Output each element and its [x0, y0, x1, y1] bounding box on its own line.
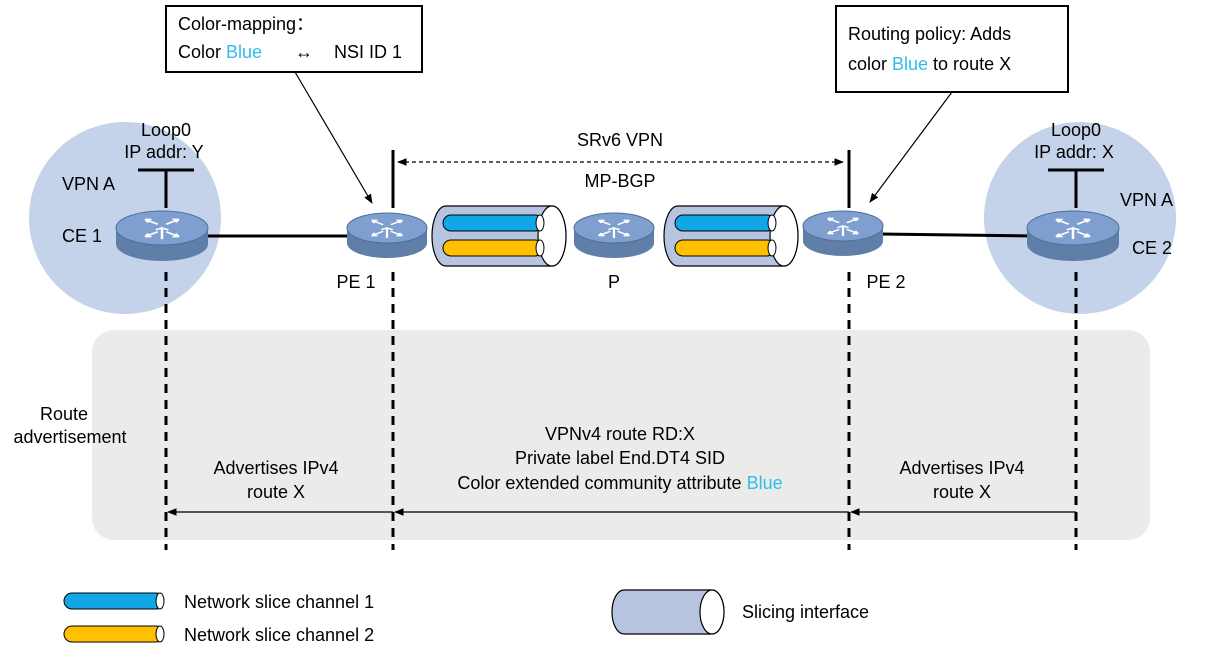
- slicing-tube-left: [431, 205, 567, 267]
- channel1-bar-left: [442, 214, 544, 232]
- advert-middle-line1: VPNv4 route RD:X: [545, 424, 695, 444]
- srv6-vpn-label: SRv6 VPN: [577, 130, 663, 150]
- callout-right-pointer: [869, 91, 953, 203]
- svg-text:Color extended community attri: Color extended community attribute Blue: [457, 473, 782, 493]
- legend: Network slice channel 1 Network slice ch…: [63, 589, 869, 645]
- router-ce2-icon: [1026, 210, 1120, 261]
- svg-text:color Blue to route X: color Blue to route X: [848, 54, 1011, 74]
- advert-middle-color: Blue: [747, 473, 783, 493]
- ip-addr-right-label: IP addr: X: [1034, 142, 1114, 162]
- callout-right-prefix: color: [848, 54, 892, 74]
- legend-slicing-interface-icon: [611, 589, 725, 635]
- callout-left-color: Blue: [226, 42, 262, 62]
- router-pe2-icon: [802, 210, 884, 256]
- advert-left-line1: Advertises IPv4: [213, 458, 338, 478]
- callout-right-suffix: to route X: [928, 54, 1011, 74]
- callout-left-prefix: Color: [178, 42, 226, 62]
- advert-right-line2: route X: [933, 482, 991, 502]
- pe2-label: PE 2: [866, 272, 905, 292]
- route-advertisement-band: [92, 330, 1150, 540]
- loop0-left-label: Loop0: [141, 120, 191, 140]
- callout-color-mapping: Color-mapping： Color Blue ↔ NSI ID 1: [165, 5, 423, 73]
- callout-left-suffix: NSI ID 1: [334, 42, 402, 62]
- callout-routing-policy: Routing policy: Adds color Blue to route…: [835, 5, 1069, 93]
- advert-middle-line3: Color extended community attribute: [457, 473, 746, 493]
- advert-left-line2: route X: [247, 482, 305, 502]
- advert-right-line1: Advertises IPv4: [899, 458, 1024, 478]
- p-label: P: [608, 272, 620, 292]
- callout-left-pointer: [294, 71, 373, 204]
- channel2-bar-left: [442, 239, 544, 257]
- loop0-right-label: Loop0: [1051, 120, 1101, 140]
- ip-addr-left-label: IP addr: Y: [124, 142, 203, 162]
- router-p-icon: [573, 212, 655, 258]
- legend-slicing-interface-label: Slicing interface: [742, 602, 869, 622]
- advert-middle-line2: Private label End.DT4 SID: [515, 448, 725, 468]
- router-pe1-icon: [346, 212, 428, 258]
- channel1-bar-right: [674, 214, 776, 232]
- ce2-label: CE 2: [1132, 238, 1172, 258]
- slicing-tube-right: [663, 205, 799, 267]
- pe1-label: PE 1: [336, 272, 375, 292]
- mp-bgp-label: MP-BGP: [584, 171, 655, 191]
- svg-text:Color Blue: Color Blue: [178, 42, 262, 62]
- route-advertisement-title-1: Route: [40, 404, 88, 424]
- loopback-right: [1048, 168, 1104, 208]
- callout-right-line1: Routing policy: Adds: [848, 24, 1011, 44]
- bidirectional-arrow-icon: ↔: [295, 42, 313, 62]
- route-advertisement-title-2: advertisement: [13, 427, 126, 447]
- legend-channel1-label: Network slice channel 1: [184, 592, 374, 612]
- loopback-left: [138, 168, 194, 208]
- ce1-label: CE 1: [62, 226, 102, 246]
- vpn-a-right-label: VPN A: [1120, 190, 1173, 210]
- callout-left-line1: Color-mapping：: [178, 14, 314, 34]
- link-pe2-ce2: [879, 232, 1041, 238]
- router-ce1-icon: [115, 210, 209, 261]
- callout-right-color: Blue: [892, 54, 928, 74]
- legend-channel1-icon: [63, 592, 165, 610]
- legend-channel2-icon: [63, 625, 165, 643]
- channel2-bar-right: [674, 239, 776, 257]
- vpn-a-left-label: VPN A: [62, 174, 115, 194]
- legend-channel2-label: Network slice channel 2: [184, 625, 374, 645]
